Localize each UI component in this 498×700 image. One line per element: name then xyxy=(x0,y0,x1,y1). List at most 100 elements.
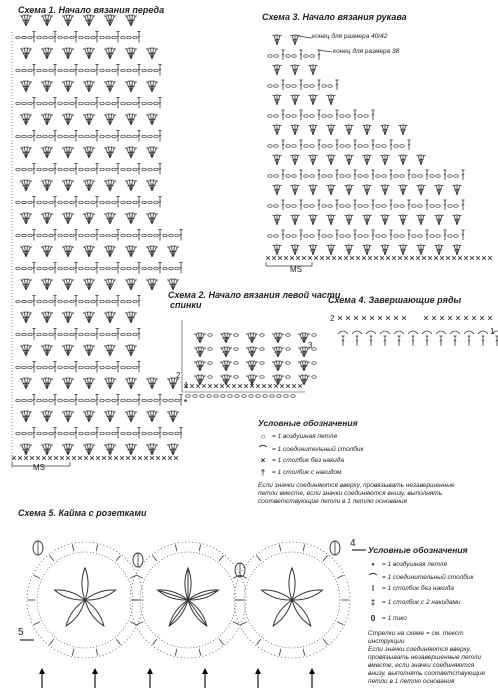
sc-mark xyxy=(355,255,361,261)
dc-tick xyxy=(311,158,315,161)
dc-tick xyxy=(251,336,255,339)
dc-mark xyxy=(46,444,52,456)
dc-mark xyxy=(42,246,48,258)
dc-mark xyxy=(24,312,27,324)
legend2-item-label: = 1 столбик с 2 накидами xyxy=(382,599,461,606)
sc-mark xyxy=(271,255,277,261)
dc-tick xyxy=(225,350,229,353)
dc-mark xyxy=(312,185,317,196)
dc-mark xyxy=(130,15,133,27)
dc-tick xyxy=(152,52,156,55)
dc-mark xyxy=(24,279,27,291)
sc-mark xyxy=(307,255,313,261)
chain-mark xyxy=(15,365,21,370)
dc-tick xyxy=(281,173,285,176)
chain-mark xyxy=(15,167,21,172)
chain-mark xyxy=(126,167,132,172)
chain-mark xyxy=(321,84,327,88)
dc-tick xyxy=(179,431,183,434)
chain-mark xyxy=(63,167,69,172)
dc-tick xyxy=(152,448,156,451)
dc-mark xyxy=(348,185,353,196)
dc-tick xyxy=(44,85,48,87)
chain-mark xyxy=(162,431,168,436)
dc-mark xyxy=(381,155,386,166)
dc-mark xyxy=(294,215,299,226)
dc-mark xyxy=(312,65,317,76)
chain-mark xyxy=(57,167,63,172)
dc-tick xyxy=(47,19,51,22)
dc-mark xyxy=(87,312,90,324)
dc-tick xyxy=(32,266,36,269)
dc-mark xyxy=(130,378,136,390)
chain-mark xyxy=(36,167,42,172)
chain-mark xyxy=(393,174,399,178)
chain-mark xyxy=(99,365,105,370)
dc-tick xyxy=(65,250,69,252)
rosette-spoke xyxy=(157,589,189,601)
dc-mark xyxy=(276,35,281,46)
dc-tick xyxy=(252,337,256,339)
legend1-item-label: = 1 столбик с накидом xyxy=(272,469,342,476)
legend1-note: Если значки соединяются вверху, провязыв… xyxy=(258,482,455,505)
legend2-item-picot: 0 = 1 пико xyxy=(368,614,407,623)
dc-tick xyxy=(152,184,156,187)
dc-mark xyxy=(276,347,279,358)
chain-mark xyxy=(453,234,459,238)
dc-tick xyxy=(365,128,369,131)
chain-mark xyxy=(126,332,132,337)
dc-tick xyxy=(277,39,280,41)
chain-mark xyxy=(192,394,198,398)
dc-tick xyxy=(74,365,78,368)
chain-mark xyxy=(111,233,117,238)
chain-mark xyxy=(357,234,363,238)
dc-mark xyxy=(225,361,228,372)
dc-mark xyxy=(195,375,201,386)
dc-mark xyxy=(273,95,278,106)
sc-mark xyxy=(207,383,213,389)
dc-tick xyxy=(223,378,227,381)
chain-mark xyxy=(321,204,327,208)
chain-mark xyxy=(27,68,33,73)
dc-tick xyxy=(23,382,27,384)
dc-mark xyxy=(109,279,112,291)
chain-mark xyxy=(303,234,309,238)
dc-tick xyxy=(151,283,155,285)
chain-mark xyxy=(303,204,309,208)
chain-mark xyxy=(21,398,27,403)
dc-mark xyxy=(130,279,136,291)
dc-mark xyxy=(25,279,28,291)
dc-tick xyxy=(86,19,90,21)
dc-mark xyxy=(88,180,94,192)
rosette-petal xyxy=(272,599,293,627)
chain-mark xyxy=(126,431,132,436)
dc-mark xyxy=(151,246,157,258)
sc-mark xyxy=(325,255,331,261)
dc-mark xyxy=(294,185,299,196)
sc-mark xyxy=(279,383,285,389)
chain-mark xyxy=(168,398,174,403)
picot-arch xyxy=(463,330,475,335)
picot-arch xyxy=(421,330,433,335)
dc-mark xyxy=(67,411,70,423)
dc-mark xyxy=(438,185,443,196)
dc-mark xyxy=(348,215,353,226)
dc-tick xyxy=(86,184,90,186)
sc-mark xyxy=(107,455,113,461)
dc-tick xyxy=(335,83,339,86)
chain-mark xyxy=(105,431,111,436)
sc-mark xyxy=(277,255,283,261)
dc-mark xyxy=(25,114,28,126)
dc-tick xyxy=(67,19,71,21)
chain-mark xyxy=(199,394,205,398)
dc-mark xyxy=(129,114,132,126)
legend1-item-dc: † = 1 столбик с накидом xyxy=(258,468,342,477)
chain-mark xyxy=(105,35,111,40)
chain-mark xyxy=(174,431,180,436)
chain-mark xyxy=(327,144,333,148)
dc-tick xyxy=(275,378,279,381)
dc-mark xyxy=(45,312,48,324)
dc-mark xyxy=(66,246,69,258)
chain-mark xyxy=(120,299,126,304)
chain-mark xyxy=(105,266,111,271)
